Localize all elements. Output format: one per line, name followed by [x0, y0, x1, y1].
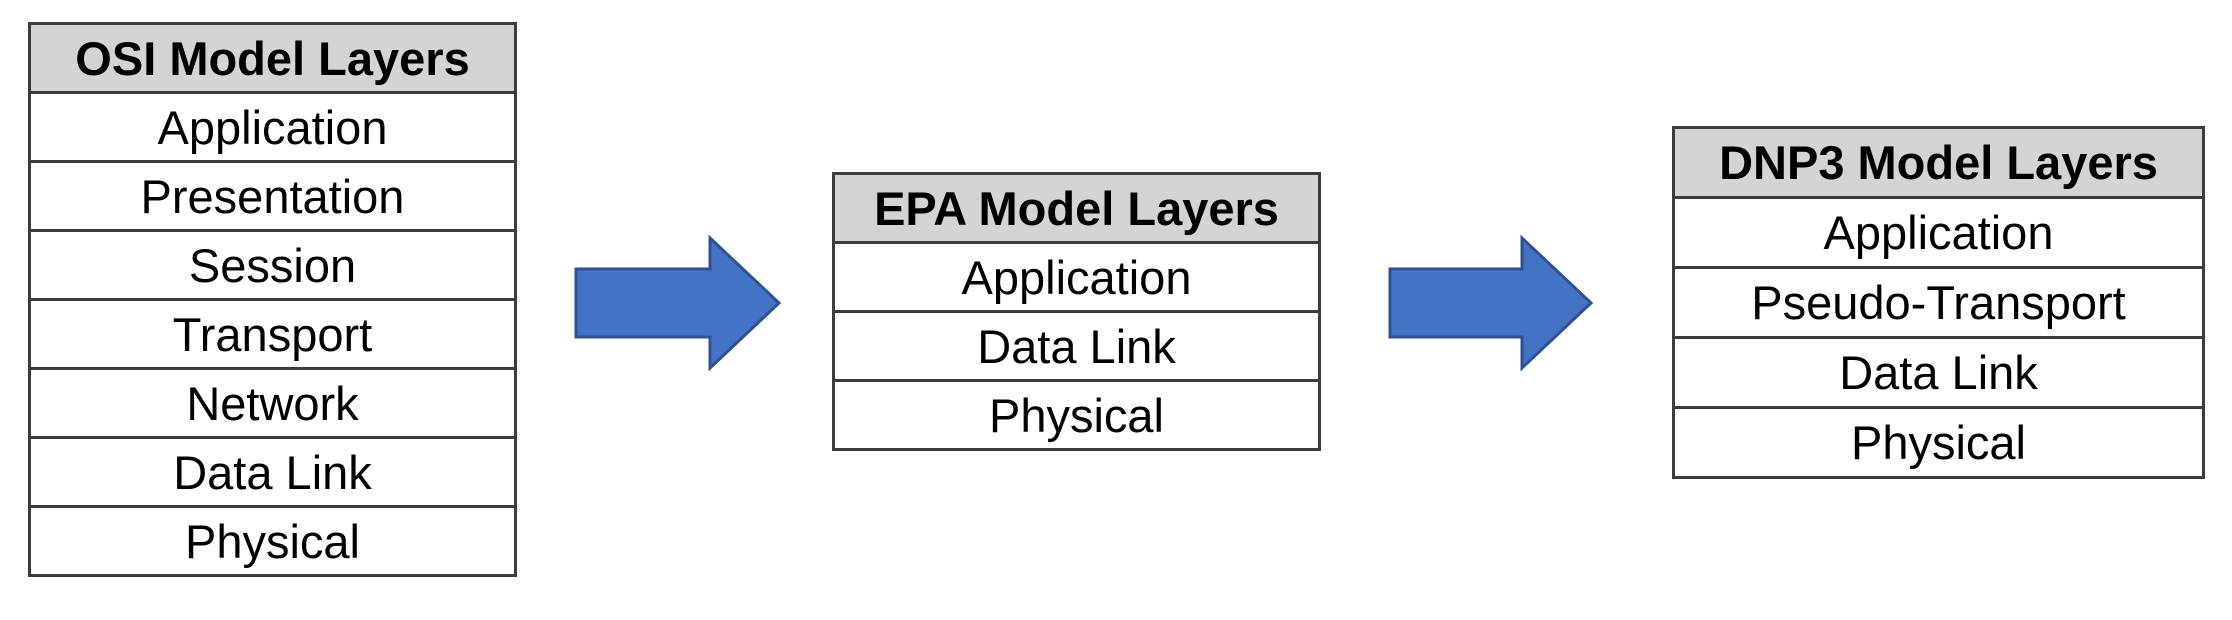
dnp3-table-title: DNP3 Model Layers: [1672, 126, 2205, 199]
table-row: Session: [28, 229, 517, 301]
osi-layer-presentation: Presentation: [28, 160, 517, 232]
table-row: Application: [28, 91, 517, 163]
table-row: Transport: [28, 298, 517, 370]
table-row: Data Link: [1672, 336, 2205, 409]
dnp3-model-table: DNP3 Model Layers Application Pseudo-Tra…: [1672, 126, 2205, 479]
dnp3-layer-application: Application: [1672, 196, 2205, 269]
table-row: Presentation: [28, 160, 517, 232]
arrow-right-icon: [1388, 234, 1594, 372]
osi-layer-session: Session: [28, 229, 517, 301]
table-row: Network: [28, 367, 517, 439]
dnp3-layer-data-link: Data Link: [1672, 336, 2205, 409]
table-row: Physical: [28, 505, 517, 577]
osi-layer-physical: Physical: [28, 505, 517, 577]
table-row: Application: [832, 241, 1321, 313]
epa-layer-physical: Physical: [832, 379, 1321, 451]
osi-layer-transport: Transport: [28, 298, 517, 370]
table-row: Physical: [832, 379, 1321, 451]
osi-table-title: OSI Model Layers: [28, 22, 517, 94]
dnp3-layer-pseudo-transport: Pseudo-Transport: [1672, 266, 2205, 339]
epa-model-table: EPA Model Layers Application Data Link P…: [832, 172, 1321, 451]
table-row: Physical: [1672, 406, 2205, 479]
table-row: Application: [1672, 196, 2205, 269]
dnp3-header-row: DNP3 Model Layers: [1672, 126, 2205, 199]
arrow-shape: [1388, 234, 1594, 372]
arrow-shape: [574, 234, 782, 372]
epa-table-title: EPA Model Layers: [832, 172, 1321, 244]
table-row: Data Link: [832, 310, 1321, 382]
dnp3-layer-physical: Physical: [1672, 406, 2205, 479]
osi-layer-application: Application: [28, 91, 517, 163]
epa-layer-application: Application: [832, 241, 1321, 313]
epa-header-row: EPA Model Layers: [832, 172, 1321, 244]
table-row: Pseudo-Transport: [1672, 266, 2205, 339]
osi-layer-data-link: Data Link: [28, 436, 517, 508]
osi-model-table: OSI Model Layers Application Presentatio…: [28, 22, 517, 577]
arrow-right-icon: [574, 234, 782, 372]
epa-layer-data-link: Data Link: [832, 310, 1321, 382]
osi-layer-network: Network: [28, 367, 517, 439]
table-row: Data Link: [28, 436, 517, 508]
osi-header-row: OSI Model Layers: [28, 22, 517, 94]
